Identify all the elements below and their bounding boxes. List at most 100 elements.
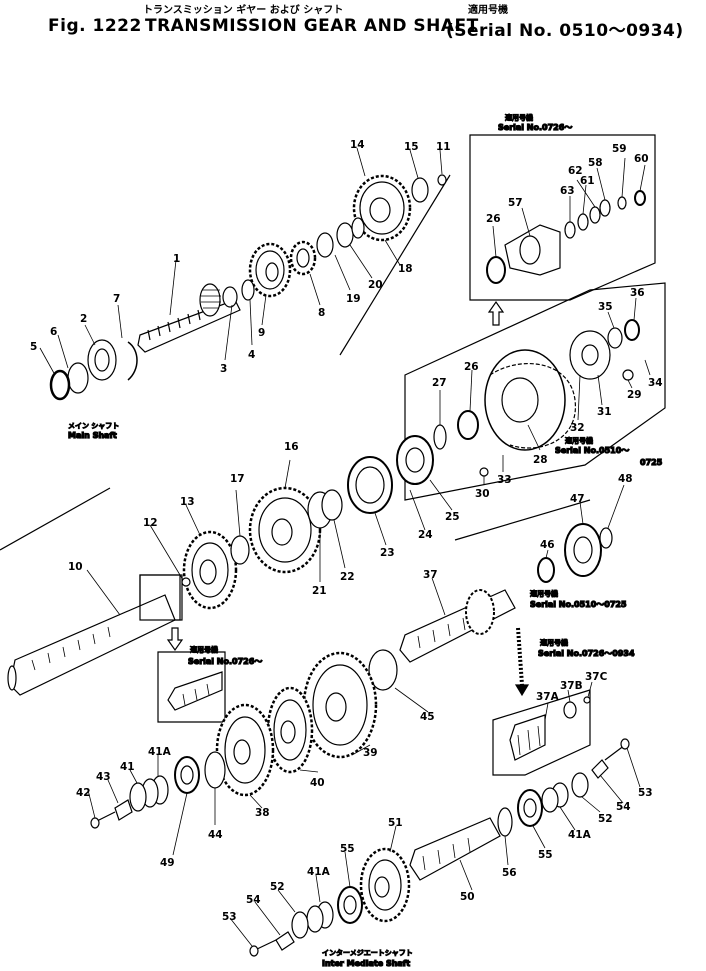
callout-54: 54 <box>616 801 631 813</box>
callout-37A: 37A <box>536 691 560 703</box>
callout-43: 43 <box>96 771 111 783</box>
callout-1: 1 <box>173 253 180 265</box>
callout-51: 51 <box>388 817 403 829</box>
callout-33: 33 <box>497 474 512 486</box>
ring-56 <box>497 807 513 837</box>
ring-17 <box>230 535 250 565</box>
callout-29: 29 <box>627 389 642 401</box>
callout-40: 40 <box>310 777 325 789</box>
gear-14 <box>352 174 412 242</box>
shaft-50 <box>409 817 501 881</box>
bearing-47 <box>564 523 602 577</box>
callout-3: 3 <box>220 363 227 375</box>
callout-4: 4 <box>248 349 255 361</box>
gear-38 <box>215 703 275 797</box>
gear-9 <box>248 242 292 298</box>
callout-38: 38 <box>255 807 270 819</box>
shaft-10 <box>7 574 181 696</box>
gear-13 <box>182 530 238 610</box>
callout-48: 48 <box>618 473 633 485</box>
inset-cover-jp: 適用号機 <box>565 436 593 445</box>
callout-57: 57 <box>508 197 523 209</box>
ball-12 <box>181 577 191 587</box>
callout-24: 24 <box>418 529 433 541</box>
callout-62: 62 <box>568 165 583 177</box>
arrow-diag-head <box>514 684 530 697</box>
callout-34: 34 <box>648 377 663 389</box>
callout-55: 55 <box>340 843 355 855</box>
callout-61: 61 <box>580 175 595 187</box>
shim-52-lower <box>291 911 309 939</box>
shim-41 <box>129 782 147 812</box>
ring-37B <box>563 701 577 719</box>
arrow-down-hatched <box>166 627 184 652</box>
inset-counter-a-serial: Serial No.0510～0725 <box>530 600 627 609</box>
callout-53: 53 <box>638 787 653 799</box>
sleeve-23 <box>347 456 393 514</box>
gear-40 <box>266 686 314 774</box>
inter-shaft-caption: Inter Mediate Shaft <box>322 959 410 968</box>
callout-5: 5 <box>30 341 37 353</box>
gear-37A <box>509 714 546 761</box>
callout-23: 23 <box>380 547 395 559</box>
serial-label-japanese: 適用号機 <box>468 5 508 16</box>
inset-shaft-serial: Serial No.0726～ <box>188 657 262 666</box>
ring-48 <box>599 527 613 549</box>
gear-16 <box>248 486 322 574</box>
seal-27 <box>433 424 447 450</box>
inset-shaft-jp: 適用号機 <box>190 645 218 654</box>
inset-upper-serial: Serial No.0726～ <box>498 123 572 132</box>
callout-26: 26 <box>486 213 501 225</box>
ring-62 <box>589 206 601 224</box>
inset-counter-a-jp: 適用号機 <box>530 589 558 598</box>
ring-61 <box>577 213 589 231</box>
ring-22 <box>321 489 343 521</box>
callout-41A: 41A <box>307 866 331 878</box>
arrow-up-hatched <box>487 300 505 326</box>
callout-44: 44 <box>208 829 223 841</box>
inset-frame-cover <box>404 282 666 501</box>
callout-37B: 37B <box>560 680 583 692</box>
callout-16: 16 <box>284 441 299 453</box>
callout-32: 32 <box>570 422 585 434</box>
callout-42: 42 <box>76 787 91 799</box>
callout-27: 27 <box>432 377 447 389</box>
callout-17: 17 <box>230 473 245 485</box>
callout-19: 19 <box>346 293 361 305</box>
ring-63 <box>564 221 576 239</box>
bearing-49 <box>174 756 200 794</box>
arrow-diag-hatched <box>516 627 524 686</box>
shim-52-right <box>571 772 589 798</box>
figure-header: トランスミッション ギヤー および シャフト 適用号機 Fig. 1222 TR… <box>0 0 706 41</box>
bearing-26 <box>457 410 479 440</box>
callout-41A: 41A <box>568 829 592 841</box>
figure-title: TRANSMISSION GEAR AND SHAFT <box>145 16 479 36</box>
divider-line <box>339 174 451 356</box>
title-japanese: トランスミッション ギヤー および シャフト <box>143 5 344 16</box>
bolt-42 <box>90 811 116 829</box>
callout-58: 58 <box>588 157 603 169</box>
callout-25: 25 <box>445 511 460 523</box>
shim-41A-lower <box>306 905 324 933</box>
gear-39 <box>302 651 378 759</box>
callout-50: 50 <box>460 891 475 903</box>
nut-36 <box>624 319 640 341</box>
callout-15: 15 <box>404 141 419 153</box>
callout-63: 63 <box>560 185 575 197</box>
nut-29 <box>622 369 634 381</box>
inset-upper-jp: 適用号機 <box>505 113 533 122</box>
bolt-53-right <box>604 738 630 761</box>
figure-number: Fig. 1222 <box>48 16 142 36</box>
plate-54-lower <box>275 931 295 951</box>
callout-37: 37 <box>423 569 438 581</box>
divider-line <box>0 487 111 551</box>
callout-46: 46 <box>540 539 555 551</box>
inter-shaft-caption-jp: インターメジエートシャフト <box>322 948 413 957</box>
ring-59 <box>617 196 627 210</box>
hub-25 <box>396 435 434 485</box>
serial-range: (Serial No. 0510～0934) <box>446 21 684 41</box>
inset-cover-serial: Serial No.0510～ <box>555 446 629 455</box>
bearing-55-lower <box>337 886 363 924</box>
